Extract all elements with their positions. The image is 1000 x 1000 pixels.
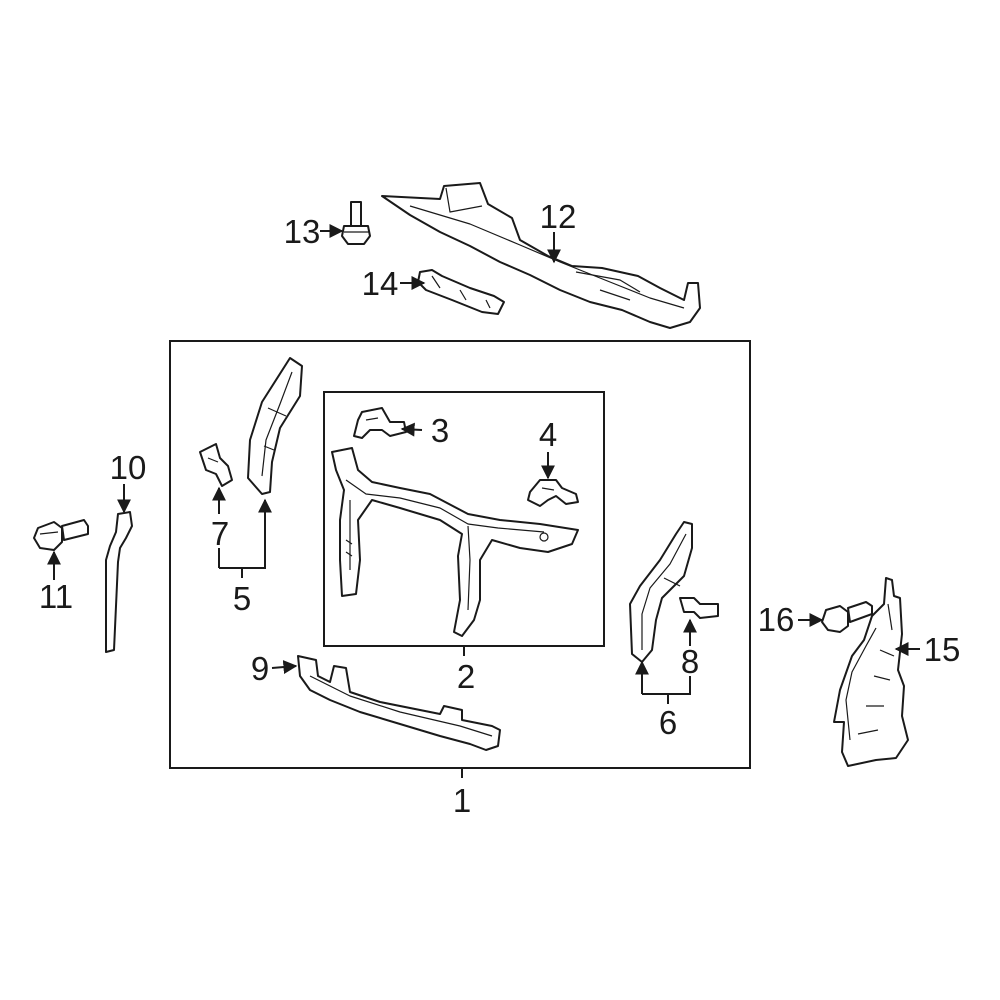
- part-16-bolt[interactable]: [821, 601, 873, 633]
- callout-3: 3: [431, 412, 449, 449]
- callout-1: 1: [453, 782, 471, 819]
- callout-14: 14: [362, 265, 399, 302]
- callout-9: 9: [251, 650, 269, 687]
- callout-13: 13: [284, 213, 321, 250]
- callout-11: 11: [39, 578, 73, 615]
- assembly-frame-1: [169, 340, 751, 769]
- callout-5: 5: [233, 580, 251, 617]
- callout-10: 10: [110, 449, 147, 486]
- callout-16: 16: [758, 601, 795, 638]
- callout-6: 6: [659, 704, 677, 741]
- part-3-bracket[interactable]: [353, 407, 407, 439]
- callout-15: 15: [924, 631, 961, 668]
- part-9-lower-tie-bar[interactable]: [297, 655, 501, 751]
- leader-lines: [47, 224, 920, 778]
- part-2-center-support[interactable]: [331, 447, 579, 637]
- part-14-bracket[interactable]: [417, 269, 505, 315]
- part-4-bracket[interactable]: [527, 479, 579, 507]
- callout-8: 8: [681, 643, 699, 680]
- callout-2: 2: [457, 658, 475, 695]
- callout-labels: 1 2 3 4 5 6 7 8 9 10 11 12 13 14 15 16: [39, 198, 960, 819]
- callout-4: 4: [539, 416, 557, 453]
- part-8-clip[interactable]: [679, 597, 719, 619]
- part-5-left-support[interactable]: [247, 357, 303, 495]
- part-7-clip[interactable]: [199, 443, 233, 487]
- callout-7: 7: [211, 515, 229, 552]
- part-13-bolt[interactable]: [341, 201, 371, 245]
- part-6-right-support[interactable]: [629, 521, 693, 663]
- part-15-deflector[interactable]: [833, 577, 909, 767]
- part-10-strip[interactable]: [105, 511, 133, 653]
- part-11-bolt[interactable]: [33, 519, 89, 551]
- callout-12: 12: [540, 198, 577, 235]
